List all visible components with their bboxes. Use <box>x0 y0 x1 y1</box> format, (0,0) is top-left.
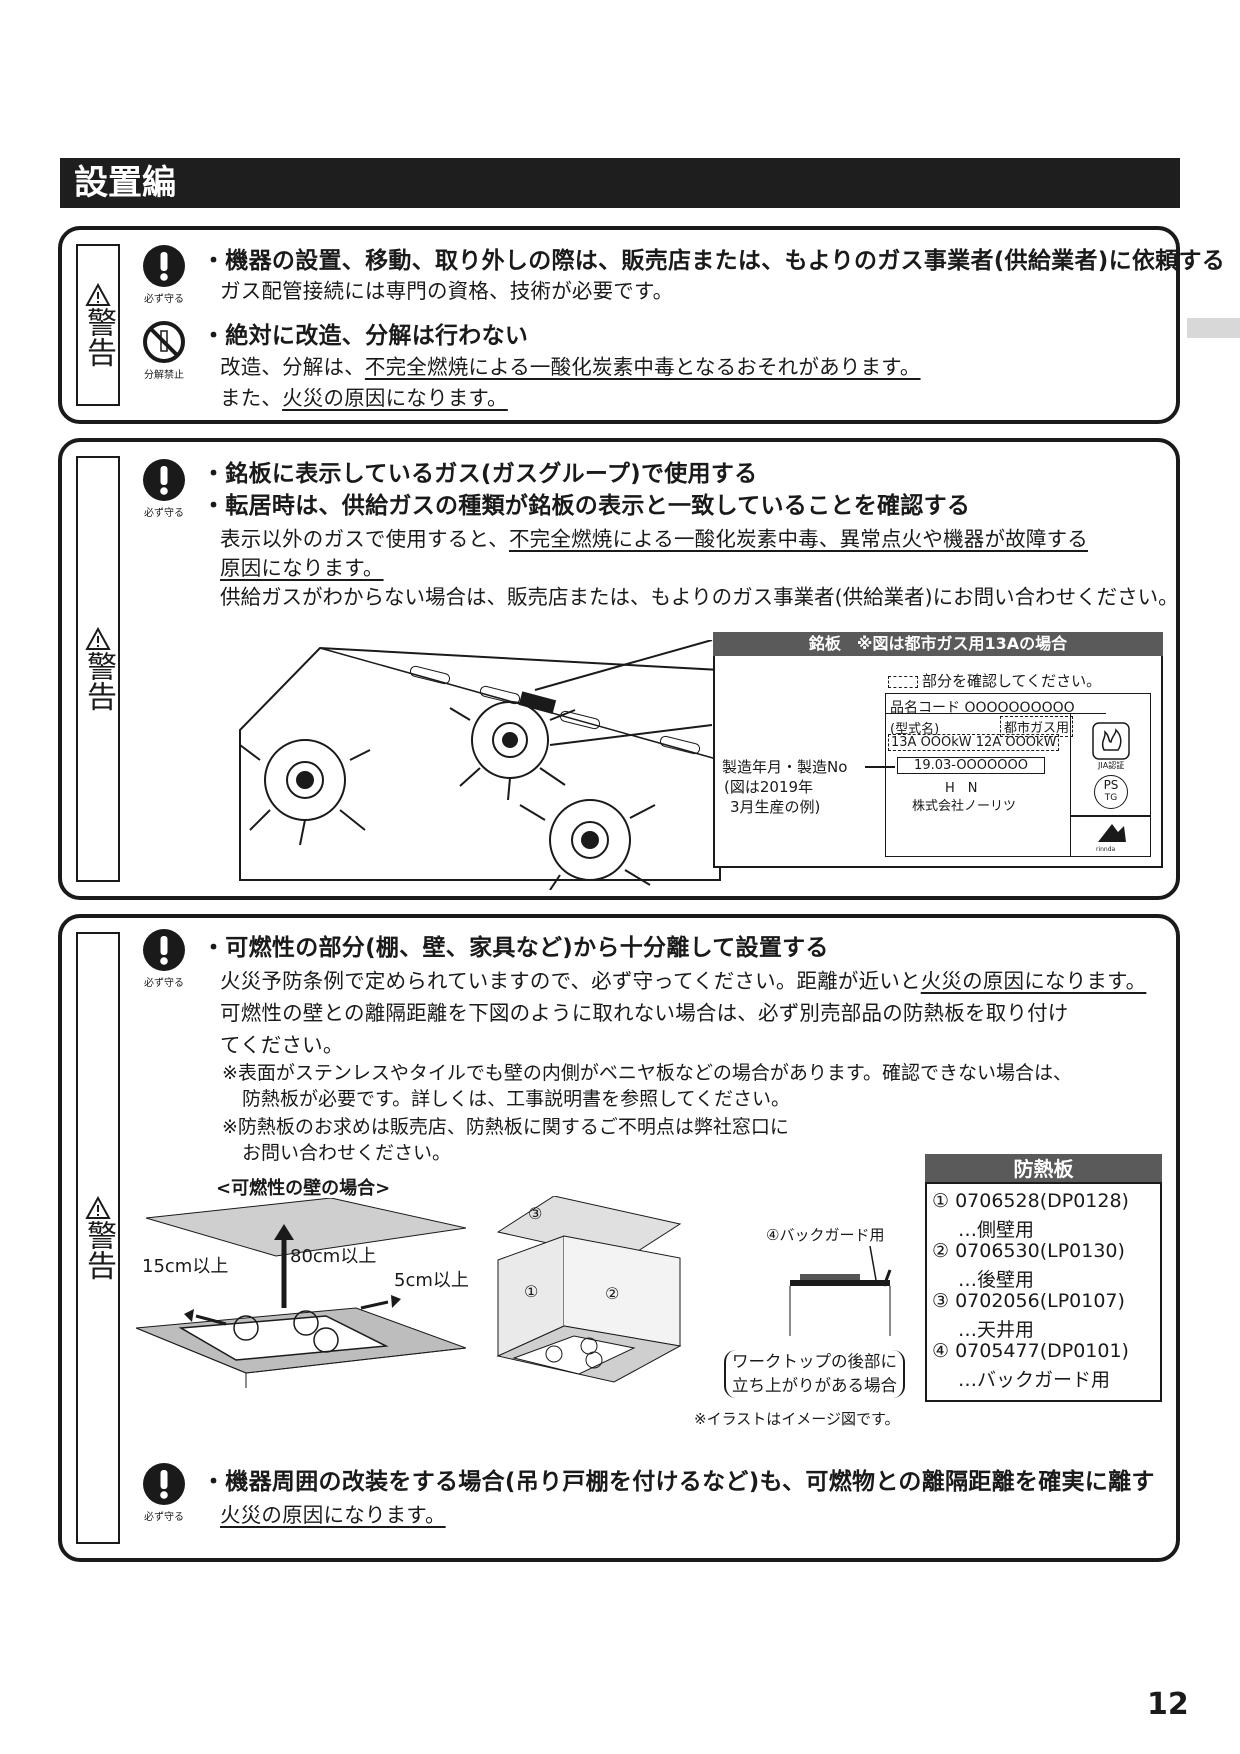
nameplate-serial: 19.03-OOOOOOO <box>897 757 1045 774</box>
box2-body-1: 表示以外のガスで使用すると、不完全燃焼による一酸化炭素中毒、異常点火や機器が故障… <box>220 527 1088 551</box>
jia-label: JIA認証 <box>1098 761 1125 770</box>
box3-heading-2: ・機器周囲の改装をする場合(吊り戸棚を付けるなど)も、可燃物との離隔距離を確実に… <box>202 1469 1155 1495</box>
nameplate-hn: H N <box>945 781 978 796</box>
heat-plate-code-4: ④ 0705477(DP0101) <box>932 1340 1129 1362</box>
box3-note-1a: ※表面がステンレスやタイルでも壁の内側がベニヤ板などの場合があります。確認できな… <box>222 1062 1073 1084</box>
nameplate-check-note: 部分を確認してください。 <box>888 670 1101 691</box>
box2-body-2: 原因になります。 <box>220 556 384 580</box>
box3-note-1b: 防熱板が必要です。詳しくは、工事説明書を参照してください。 <box>242 1088 790 1110</box>
cooktop-illustration <box>239 640 721 890</box>
heat-plate-list <box>925 1182 1162 1402</box>
nameplate-mark-divider <box>1070 815 1151 817</box>
box3-body-3: てください。 <box>220 1033 344 1057</box>
box3-heading-1: ・可燃性の部分(棚、壁、家具など)から十分離して設置する <box>202 935 829 961</box>
heat-plate-diagram <box>496 1196 682 1383</box>
nameplate-title: 銘板 ※図は都市ガス用13Aの場合 <box>713 632 1163 656</box>
nameplate-label <box>885 693 1151 857</box>
box1-item2-body2: また、火災の原因になります。 <box>220 386 508 410</box>
clearance-side: 15cm以上 <box>142 1256 229 1277</box>
jia-flame-icon <box>1092 722 1130 760</box>
section-title: 設置編 <box>60 158 1180 208</box>
nameplate-rating: 13A OOOkW 12A OOOkW <box>888 734 1060 751</box>
heat-plate-use-2: …後壁用 <box>958 1269 1035 1291</box>
mfg-example-1: (図は2019年 <box>724 778 814 796</box>
diagram-title: <可燃性の壁の場合> <box>216 1178 391 1199</box>
must-do-symbol: 必ず守る <box>134 244 194 305</box>
nameplate-mark-column <box>1070 713 1151 857</box>
clearance-diagram <box>136 1198 466 1388</box>
clearance-top: 80cm以上 <box>290 1246 377 1267</box>
box3-body-4: 火災の原因になります。 <box>220 1503 446 1527</box>
nameplate-maker: 株式会社ノーリツ <box>912 799 1017 814</box>
must-do-symbol: 必ず守る <box>134 1462 194 1523</box>
box2-heading-1: ・銘板に表示しているガス(ガスグループ)で使用する <box>202 461 758 487</box>
warning-text: 警告 <box>81 307 116 367</box>
heat-plate-code-1: ① 0706528(DP0128) <box>932 1190 1129 1212</box>
heat-plate-use-1: …側壁用 <box>958 1219 1035 1241</box>
box3-note-2a: ※防熱板のお求めは販売店、防熱板に関するご不明点は弊社窓口に <box>222 1116 789 1138</box>
warning-triangle-icon <box>85 283 111 306</box>
warning-text: 警告 <box>81 651 116 711</box>
warning-label: 警告 <box>76 932 120 1544</box>
no-disassembly-icon <box>143 321 185 363</box>
mfg-example-2: 3月生産の例) <box>730 798 821 816</box>
nameplate-divider <box>886 713 1106 714</box>
must-do-icon <box>143 245 185 287</box>
chapter-tab <box>1187 318 1240 338</box>
must-do-symbol: 必ず守る <box>134 928 194 989</box>
illustration-note: ※イラストはイメージ図です。 <box>694 1410 900 1428</box>
box3-body-2: 可燃性の壁との離隔距離を下図のように取れない場合は、必ず別売部品の防熱板を取り付… <box>220 1001 1069 1025</box>
box1-item1-heading: ・機器の設置、移動、取り外しの際は、販売店または、もよりのガス事業者(供給業者)… <box>202 248 1226 274</box>
heat-plate-use-3: …天井用 <box>958 1319 1035 1341</box>
nameplate-product-code: 品名コード OOOOOOOOOO <box>890 700 1075 716</box>
mfg-date-label: 製造年月・製造No <box>722 758 848 776</box>
box3-note-2b: お問い合わせください。 <box>242 1142 452 1164</box>
must-do-icon <box>143 459 185 501</box>
page-number: 12 <box>1147 1687 1189 1722</box>
brand-mark-icon <box>1098 824 1126 842</box>
must-do-icon <box>143 929 185 971</box>
must-do-icon <box>143 1463 185 1505</box>
backguard-diagram <box>789 1246 892 1336</box>
box3-body-1: 火災予防条例で定められていますので、必ず守ってください。距離が近いと火災の原因に… <box>220 969 1147 993</box>
heat-plate-title: 防熱板 <box>925 1154 1162 1184</box>
must-do-symbol: 必ず守る <box>134 458 194 519</box>
warning-triangle-icon <box>85 627 111 650</box>
panel-label-3: ③ <box>528 1204 543 1223</box>
heat-plate-code-3: ③ 0702056(LP0107) <box>932 1290 1125 1312</box>
warning-triangle-icon <box>85 1196 111 1219</box>
warning-label: 警告 <box>76 244 120 406</box>
panel-label-1: ① <box>524 1282 539 1301</box>
heat-plate-use-4: …バックガード用 <box>958 1369 1111 1391</box>
warning-box-1: 警告 <box>58 226 1180 424</box>
panel-label-2: ② <box>605 1284 620 1303</box>
mfg-leader-line <box>865 766 895 768</box>
brand-mark-text: rinnda <box>1096 846 1116 853</box>
backguard-label: ④バックガード用 <box>766 1226 885 1244</box>
clearance-back: 5cm以上 <box>394 1270 469 1291</box>
heat-plate-code-2: ② 0706530(LP0130) <box>932 1240 1125 1262</box>
warning-text: 警告 <box>81 1220 116 1280</box>
box1-item1-body: ガス配管接続には専門の資格、技術が必要です。 <box>220 279 674 303</box>
box2-body-3: 供給ガスがわからない場合は、販売店または、もよりのガス事業者(供給業者)にお問い… <box>220 585 1179 609</box>
nameplate-model: (型式名) <box>890 722 940 737</box>
no-disassembly-symbol: 分解禁止 <box>134 320 194 381</box>
box1-item2-body: 改造、分解は、不完全燃焼による一酸化炭素中毒となるおそれがあります。 <box>220 355 921 379</box>
warning-label: 警告 <box>76 456 120 882</box>
box1-item2-heading: ・絶対に改造、分解は行わない <box>202 323 529 349</box>
worktop-note: ワークトップの後部に 立ち上がりがある場合 <box>724 1350 905 1398</box>
nameplate-gas-type: 都市ガス用 <box>1000 716 1074 737</box>
box2-heading-2: ・転居時は、供給ガスの種類が銘板の表示と一致していることを確認する <box>202 493 971 519</box>
